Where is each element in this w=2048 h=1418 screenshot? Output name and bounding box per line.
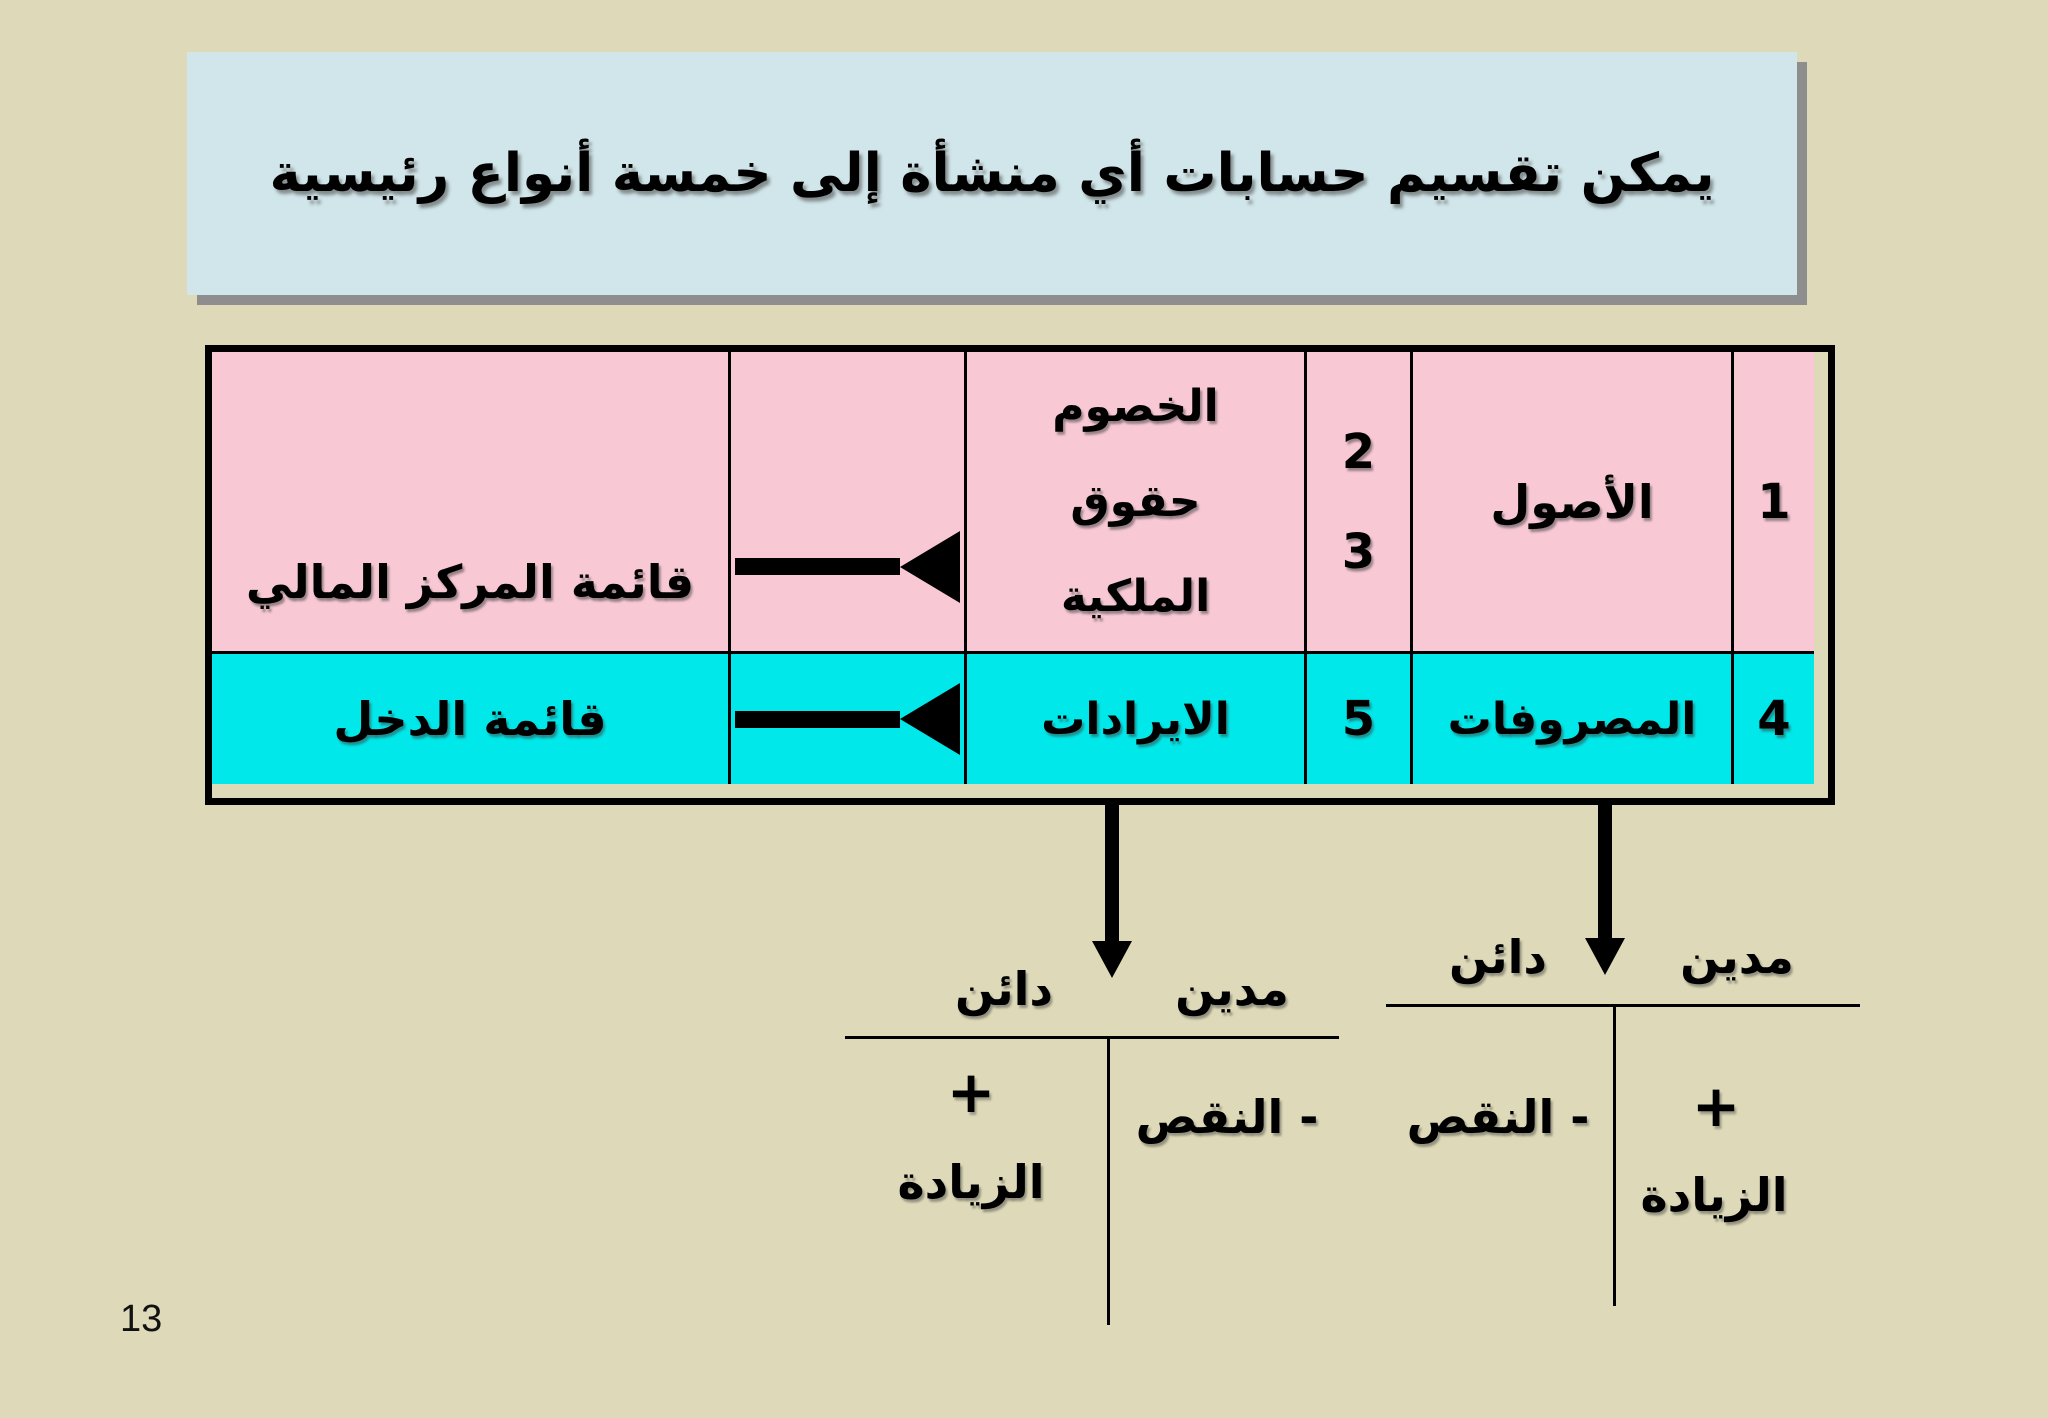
- expenses-credit-label: دائن: [1448, 930, 1548, 984]
- number-5-cell: 5: [1304, 651, 1410, 784]
- revenues-credit-increase-label: الزيادة: [897, 1155, 1045, 1209]
- arrow-left-icon: [731, 683, 964, 755]
- number-1: 1: [1757, 473, 1791, 530]
- income-arrow-cell: [728, 651, 964, 784]
- number-1-cell: 1: [1731, 352, 1814, 651]
- income-statement-label: قائمة الدخل: [333, 692, 607, 746]
- equity-label-line2: الملكية: [1060, 571, 1211, 622]
- revenues-debit-label: مدين: [1175, 962, 1289, 1016]
- assets-label: الأصول: [1490, 474, 1654, 529]
- page-number: 13: [120, 1298, 163, 1340]
- expenses-cell: المصروفات: [1410, 651, 1731, 784]
- financial-position-statement-cell: قائمة المركز المالي: [212, 352, 728, 651]
- expenses-label: المصروفات: [1447, 693, 1697, 745]
- income-statement-cell: قائمة الدخل: [212, 651, 728, 784]
- liabilities-label: الخصوم: [1052, 381, 1219, 432]
- liabilities-equity-cell: الخصوم حقوق الملكية: [964, 352, 1304, 651]
- expenses-debit-label: مدين: [1680, 930, 1794, 984]
- financial-position-arrow-cell: [728, 352, 964, 651]
- assets-cell: الأصول: [1410, 352, 1731, 651]
- expenses-debit-increase-label: الزيادة: [1640, 1168, 1788, 1222]
- expenses-credit-decrease-label: - النقص: [1406, 1090, 1590, 1144]
- expenses-debit-plus-sign: +: [1691, 1072, 1741, 1140]
- revenues-cell: الايرادات: [964, 651, 1304, 784]
- arrow-down-icon: [1583, 800, 1627, 975]
- revenues-label: الايرادات: [1041, 693, 1230, 745]
- revenues-t-account-vertical-line: [1107, 1036, 1110, 1325]
- equity-label-line1: حقوق: [1070, 476, 1201, 527]
- revenues-credit-plus-sign: +: [946, 1058, 996, 1126]
- revenues-credit-label: دائن: [954, 962, 1054, 1016]
- revenues-t-account-horizontal-line: [845, 1036, 1339, 1039]
- number-3: 3: [1341, 523, 1376, 580]
- revenues-debit-decrease-label: - النقص: [1135, 1090, 1319, 1144]
- numbers-2-3-cell: 2 3: [1304, 352, 1410, 651]
- expenses-t-account-vertical-line: [1613, 1004, 1616, 1306]
- title-box: يمكن تقسيم حسابات أي منشأة إلى خمسة أنوا…: [187, 52, 1797, 295]
- number-5: 5: [1341, 691, 1376, 747]
- financial-position-statement-label: قائمة المركز المالي: [245, 554, 695, 609]
- arrow-down-icon: [1090, 803, 1134, 978]
- number-2: 2: [1341, 423, 1376, 480]
- number-4: 4: [1757, 691, 1791, 747]
- slide-title: يمكن تقسيم حسابات أي منشأة إلى خمسة أنوا…: [269, 143, 1715, 204]
- expenses-t-account-horizontal-line: [1386, 1004, 1860, 1007]
- number-4-cell: 4: [1731, 651, 1814, 784]
- arrow-left-icon: [731, 530, 964, 603]
- accounts-table: قائمة المركز المالي الخصوم حقوق الملكية …: [205, 345, 1835, 805]
